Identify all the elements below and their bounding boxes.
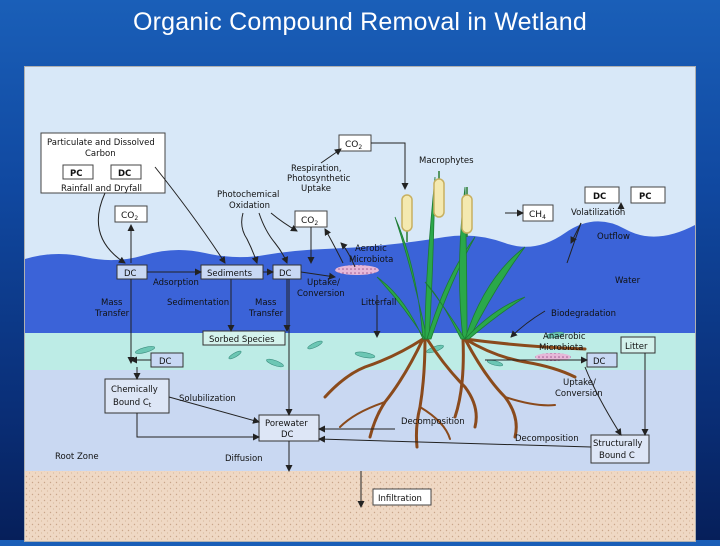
decomposition-label-2: Decomposition	[515, 434, 579, 444]
litter-box	[620, 336, 656, 354]
diffusion-label: Diffusion	[225, 454, 263, 464]
uptake-label-1: Uptake/	[307, 278, 340, 288]
root-zone-label: Root Zone	[55, 452, 99, 462]
uptake2-label-1: Uptake/	[563, 378, 596, 388]
mass-transfer2-label-1: Mass	[255, 298, 277, 308]
porewater-box	[258, 414, 320, 442]
water-label: Water	[615, 276, 641, 286]
water-region	[25, 221, 695, 335]
structurally-bound-box	[590, 434, 650, 464]
anaerobic-microbiota-blob	[535, 353, 571, 361]
biodegradation-label: Biodegradation	[551, 309, 616, 319]
dc-right-label: DC	[593, 192, 606, 202]
dc-litter2-label: DC	[593, 357, 606, 367]
page-title: Organic Compound Removal in Wetland	[133, 8, 587, 36]
mass-transfer-label-2: Transfer	[94, 309, 130, 319]
aerobic-label-1: Aerobic	[355, 244, 387, 254]
plant-roots	[323, 337, 587, 449]
anaerobic-label-1: Anaerobic	[543, 332, 586, 342]
litter-leaves	[135, 331, 565, 368]
co2-top-label: CO2	[345, 140, 362, 151]
chem-label-1: Chemically	[111, 385, 158, 395]
porewater-label-1: Porewater	[265, 419, 308, 429]
pc-box-top	[62, 164, 94, 180]
chem-label-2: Bound Ct	[113, 398, 152, 409]
dc-water2-label: DC	[279, 269, 292, 279]
structural-label-1: Structurally	[593, 439, 642, 449]
porewater-label-2: DC	[281, 430, 294, 440]
co2-mid-label: CO2	[301, 216, 318, 227]
cattail-heads	[401, 171, 473, 242]
decomposition-label-1: Decomposition	[401, 417, 465, 427]
pc-right-box	[630, 186, 666, 204]
sorbed-species-label: Sorbed Species	[209, 335, 275, 345]
atmos-title-1: Particulate and Dissolved	[47, 138, 155, 148]
co2-left-label: CO2	[121, 211, 138, 222]
respiration-label-1: Respiration,	[291, 164, 342, 174]
litterfall-label: Litterfall	[361, 298, 396, 308]
macrophytes-label: Macrophytes	[419, 156, 474, 166]
dc-box-top	[110, 164, 142, 180]
litter-label: Litter	[625, 342, 648, 352]
respiration-label-3: Uptake	[301, 184, 331, 194]
aerobic-label-2: Microbiota	[349, 255, 393, 265]
photochem-label-2: Oxidation	[229, 201, 270, 211]
sorbed-species-box	[202, 330, 286, 346]
co2-left-box	[114, 205, 148, 223]
pc-right-label: PC	[639, 192, 651, 202]
structural-label-2: Bound C	[599, 451, 635, 461]
sedimentation-label: Sedimentation	[167, 298, 229, 308]
outflow-label: Outflow	[597, 232, 630, 242]
mass-transfer2-label-2: Transfer	[248, 309, 284, 319]
dc-right-box	[584, 186, 620, 204]
pc-label-top: PC	[70, 169, 82, 179]
uptake2-label-2: Conversion	[555, 389, 603, 399]
rainfall-label: Rainfall and Dryfall	[61, 184, 142, 194]
soil-region	[25, 471, 695, 541]
dc-label-top: DC	[118, 169, 131, 179]
uptake-label-2: Conversion	[297, 289, 345, 299]
solubilization-label: Solubilization	[179, 394, 236, 404]
respiration-label-2: Photosynthetic	[287, 174, 351, 184]
adsorption-label: Adsorption	[153, 278, 199, 288]
sediments-label: Sediments	[207, 269, 253, 279]
infiltration-box	[372, 488, 432, 506]
aerobic-microbiota-blob	[335, 265, 379, 275]
photochem-label-1: Photochemical	[217, 190, 279, 200]
mass-transfer-label-1: Mass	[101, 298, 123, 308]
flow-arrows	[97, 142, 649, 508]
diagram-frame: Particulate and Dissolved Carbon PC DC R…	[24, 66, 696, 542]
volatilization-label: Volatilization	[571, 208, 625, 218]
dc-litter-label: DC	[159, 357, 172, 367]
anaerobic-label-2: Microbiota	[539, 343, 583, 353]
atmos-title-2: Carbon	[85, 149, 116, 159]
wetland-diagram: Particulate and Dissolved Carbon PC DC R…	[25, 67, 695, 541]
infiltration-label: Infiltration	[378, 494, 422, 504]
dc-water-label: DC	[124, 269, 137, 279]
ch4-label: CH4	[529, 210, 546, 221]
atmospheric-carbon-box	[40, 132, 166, 194]
